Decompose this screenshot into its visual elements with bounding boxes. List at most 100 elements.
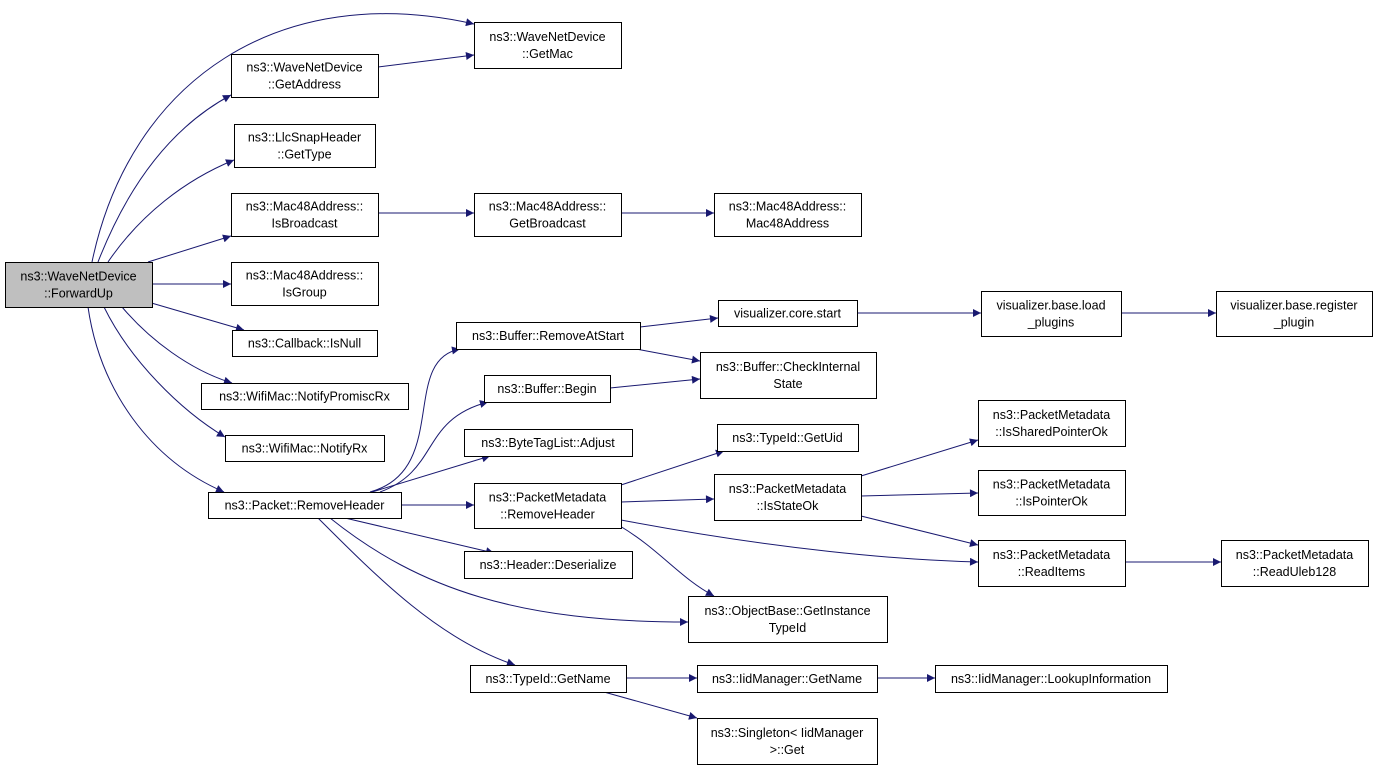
node-label-line: ::GetAddress	[268, 78, 341, 92]
node-box	[208, 492, 402, 519]
node-label-line: ns3::IidManager::LookupInformation	[951, 672, 1151, 686]
node-label-line: ns3::Singleton< IidManager	[711, 726, 864, 740]
edge-forwardup-to-notifypromiscrx	[121, 306, 233, 385]
node-getaddress[interactable]: ns3::WaveNetDevice::GetAddress	[231, 54, 379, 98]
node-label-line: TypeId	[769, 621, 807, 635]
node-singletonget[interactable]: ns3::Singleton< IidManager>::Get	[697, 718, 878, 765]
edge-forwardup-to-getmac	[91, 13, 475, 263]
node-label-line: ns3::TypeId::GetName	[485, 672, 610, 686]
edge-removeheader-to-getinstancetypeid	[329, 517, 689, 626]
node-box	[474, 22, 622, 69]
node-box	[464, 429, 633, 457]
edge-forwardup-to-notifyrx	[103, 306, 226, 438]
edge-pmremoveheader-to-readitems	[620, 519, 979, 566]
node-label-line: ns3::ByteTagList::Adjust	[481, 436, 615, 450]
edge-forwardup-to-removeheader	[87, 306, 225, 493]
node-label-line: ::IsPointerOk	[1015, 495, 1088, 509]
node-isnull[interactable]: ns3::Callback::IsNull	[232, 330, 378, 357]
node-label-line: >::Get	[770, 743, 805, 757]
node-box	[697, 665, 878, 693]
edge-forwardup-to-getaddress	[97, 94, 232, 263]
node-label-line: ns3::Mac48Address::	[246, 200, 363, 214]
node-ispointerok[interactable]: ns3::PacketMetadata::IsPointerOk	[978, 470, 1126, 516]
node-label-line: ::ReadUleb128	[1253, 565, 1336, 579]
node-box	[464, 551, 633, 579]
node-box	[474, 193, 622, 237]
node-lookupinfo[interactable]: ns3::IidManager::LookupInformation	[935, 665, 1168, 693]
node-label-line: IsGroup	[282, 286, 327, 300]
node-label-line: ::GetType	[277, 148, 331, 162]
node-getbroadcast[interactable]: ns3::Mac48Address::GetBroadcast	[474, 193, 622, 237]
node-box	[981, 291, 1122, 337]
edge-isstateok-to-issharedptr	[860, 438, 979, 477]
node-isgroup[interactable]: ns3::Mac48Address::IsGroup	[231, 262, 379, 306]
node-issharedptr[interactable]: ns3::PacketMetadata::IsSharedPointerOk	[978, 400, 1126, 447]
node-box	[456, 322, 641, 350]
edge-removeheader-to-typeidgetname	[317, 517, 516, 667]
node-label-line: ns3::IidManager::GetName	[712, 672, 862, 686]
node-label-line: ns3::WaveNetDevice	[20, 270, 136, 284]
edge-pmremoveheader-to-isstateok	[620, 495, 715, 504]
node-label-line: ns3::PacketMetadata	[993, 548, 1110, 562]
node-notifypromiscrx[interactable]: ns3::WifiMac::NotifyPromiscRx	[201, 383, 409, 410]
node-removeatstart[interactable]: ns3::Buffer::RemoveAtStart	[456, 322, 641, 350]
node-removeheader[interactable]: ns3::Packet::RemoveHeader	[208, 492, 402, 519]
node-llcgettype[interactable]: ns3::LlcSnapHeader::GetType	[234, 124, 376, 168]
node-label-line: ::ReadItems	[1018, 565, 1085, 579]
node-box	[935, 665, 1168, 693]
node-getuid[interactable]: ns3::TypeId::GetUid	[717, 424, 859, 452]
node-mac48ctor[interactable]: ns3::Mac48Address::Mac48Address	[714, 193, 862, 237]
node-readuleb[interactable]: ns3::PacketMetadata::ReadUleb128	[1221, 540, 1369, 587]
node-label-line: State	[773, 377, 802, 391]
node-label-line: ns3::Buffer::Begin	[497, 382, 596, 396]
node-label-line: ns3::Mac48Address::	[489, 200, 606, 214]
node-label-line: ns3::PacketMetadata	[729, 482, 846, 496]
node-box	[700, 352, 877, 399]
node-label-line: ns3::PacketMetadata	[489, 491, 606, 505]
node-box	[714, 193, 862, 237]
node-box	[714, 474, 862, 521]
node-label-line: GetBroadcast	[509, 217, 586, 231]
node-iidgetname[interactable]: ns3::IidManager::GetName	[697, 665, 878, 693]
edge-typeidgetname-to-singletonget	[603, 691, 698, 720]
node-corestart[interactable]: visualizer.core.start	[718, 300, 858, 327]
edge-removeheader-to-removeatstart	[369, 346, 461, 493]
node-box	[201, 383, 409, 410]
node-deserialize[interactable]: ns3::Header::Deserialize	[464, 551, 633, 579]
node-label-line: ns3::Callback::IsNull	[248, 337, 361, 351]
node-box	[234, 124, 376, 168]
node-isstateok[interactable]: ns3::PacketMetadata::IsStateOk	[714, 474, 862, 521]
node-isbroadcast[interactable]: ns3::Mac48Address::IsBroadcast	[231, 193, 379, 237]
edge-pmremoveheader-to-getuid	[620, 449, 725, 486]
node-label-line: ns3::WifiMac::NotifyRx	[242, 442, 368, 456]
node-typeidgetname[interactable]: ns3::TypeId::GetName	[470, 665, 627, 693]
node-box	[978, 400, 1126, 447]
node-label-line: ns3::ObjectBase::GetInstance	[704, 604, 870, 618]
node-box	[474, 483, 622, 529]
node-label-line: ns3::Mac48Address::	[729, 200, 846, 214]
node-loadplugins[interactable]: visualizer.base.load_plugins	[981, 291, 1122, 337]
edge-forwardup-to-isbroadcast	[147, 234, 232, 263]
node-box	[1221, 540, 1369, 587]
node-label-line: ns3::PacketMetadata	[993, 408, 1110, 422]
edge-pmremoveheader-to-getinstancetypeid	[619, 525, 715, 597]
node-registerplugin[interactable]: visualizer.base.register_plugin	[1216, 291, 1373, 337]
node-bufferbegin[interactable]: ns3::Buffer::Begin	[484, 375, 611, 403]
node-pmremoveheader[interactable]: ns3::PacketMetadata::RemoveHeader	[474, 483, 622, 529]
node-readitems[interactable]: ns3::PacketMetadata::ReadItems	[978, 540, 1126, 587]
edge-removeatstart-to-corestart	[639, 314, 719, 328]
edge-isstateok-to-ispointerok	[860, 489, 979, 498]
node-bytetagadjust[interactable]: ns3::ByteTagList::Adjust	[464, 429, 633, 457]
node-notifyrx[interactable]: ns3::WifiMac::NotifyRx	[225, 435, 385, 462]
edge-getaddress-to-getmac	[377, 52, 475, 68]
node-label-line: _plugins	[1027, 316, 1075, 330]
node-label-line: ns3::Header::Deserialize	[480, 558, 617, 572]
node-box	[225, 435, 385, 462]
node-forwardup[interactable]: ns3::WaveNetDevice::ForwardUp	[5, 262, 153, 308]
node-box	[231, 262, 379, 306]
node-getmac[interactable]: ns3::WaveNetDevice::GetMac	[474, 22, 622, 69]
node-label-line: ::IsStateOk	[757, 499, 820, 513]
node-label-line: ::IsSharedPointerOk	[995, 425, 1108, 439]
